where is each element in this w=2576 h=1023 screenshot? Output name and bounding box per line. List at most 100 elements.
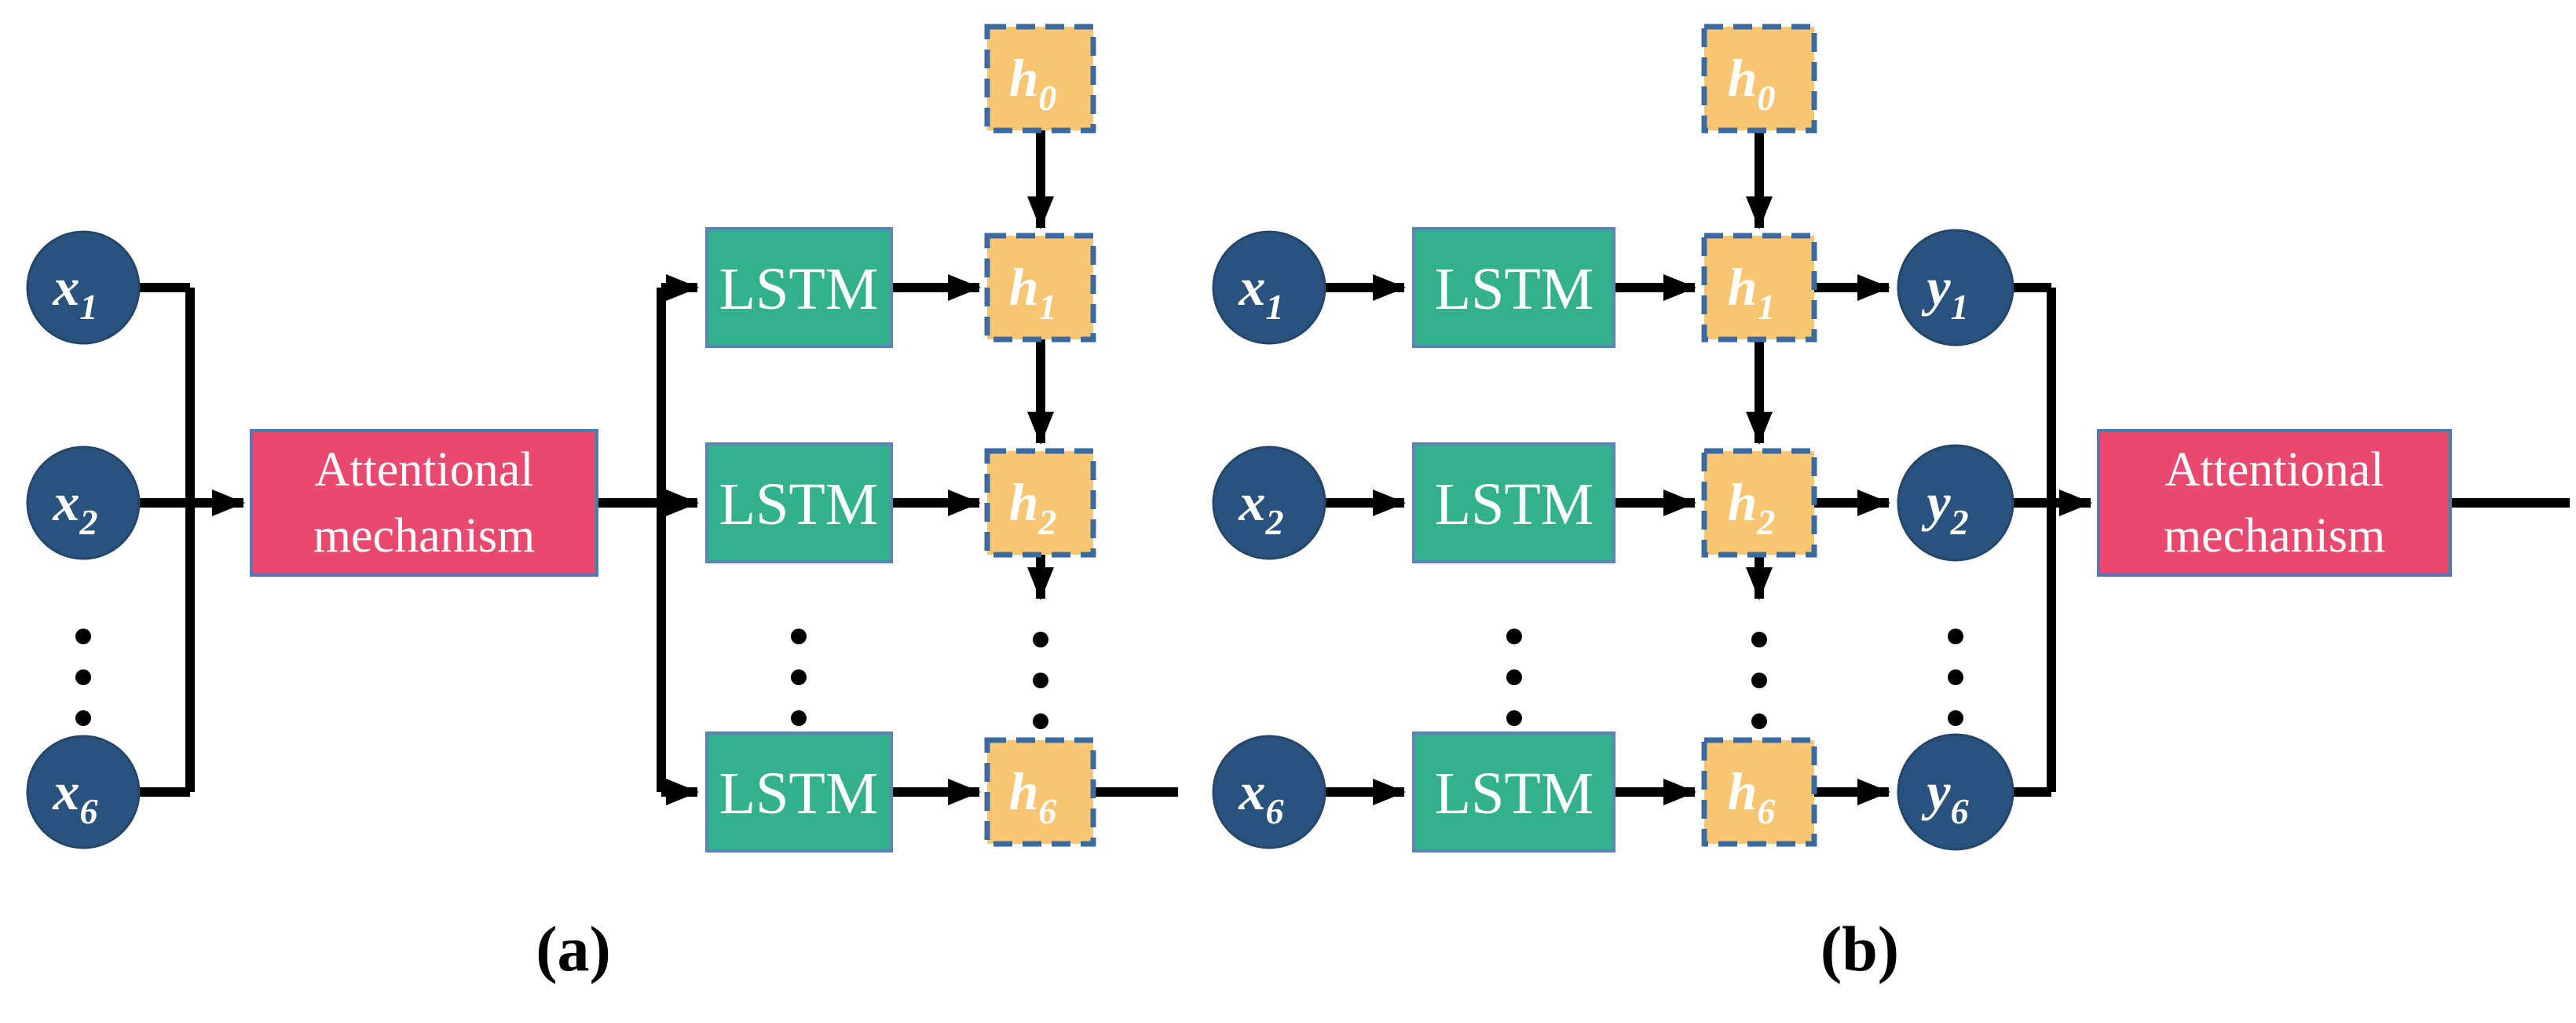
dot — [1948, 669, 1963, 685]
x2-circle-b — [1212, 446, 1326, 560]
attention-box-a: Attentional mechanism — [250, 429, 598, 577]
hidden-box-h6-b: h6 — [1701, 737, 1817, 847]
panel-a: x1 x2 x6 Attentional mechanism LSTM LSTM… — [26, 24, 1178, 984]
output-node-y6-b: y6 — [1897, 733, 2014, 851]
h6-rect-a — [984, 737, 1096, 847]
lstm-label-a-3: LSTM — [719, 761, 879, 827]
dot — [1751, 673, 1767, 688]
lstm-box-b-1: LSTM — [1412, 227, 1615, 348]
lstm-rect-b-2 — [1412, 442, 1615, 563]
hidden-box-h0-a: h0 — [984, 24, 1096, 134]
attention-label-line2-b: mechanism — [2164, 509, 2385, 563]
lstm-box-a-2: LSTM — [705, 442, 893, 563]
ellipsis-b-lstm-column — [1506, 629, 1522, 726]
dot — [791, 669, 807, 685]
h0-rect-b — [1701, 24, 1817, 134]
input-node-x1-a: x1 — [26, 230, 141, 345]
attention-box-b: Attentional mechanism — [2097, 429, 2452, 577]
y1-label-b: y1 — [1921, 257, 1968, 327]
h2-rect-a — [984, 448, 1096, 558]
x1-label-b: x1 — [1239, 257, 1284, 327]
h0-label-b: h0 — [1728, 48, 1776, 118]
dot — [75, 710, 91, 726]
h0-label-a: h0 — [1009, 48, 1057, 118]
lstm-rect-b-3 — [1412, 732, 1615, 852]
dot — [1033, 713, 1048, 729]
dot — [1033, 632, 1048, 647]
y2-circle-b — [1897, 444, 2014, 562]
h6-rect-b — [1701, 737, 1817, 847]
input-node-x2-b: x2 — [1212, 446, 1326, 560]
lstm-label-b-2: LSTM — [1435, 471, 1594, 537]
attention-rect-a — [250, 429, 598, 577]
ellipsis-a-x-column — [75, 629, 91, 726]
input-node-x1-b: x1 — [1212, 230, 1326, 345]
dot — [1751, 713, 1767, 729]
lstm-box-a-1: LSTM — [705, 227, 893, 348]
h1-label-b: h1 — [1728, 257, 1776, 327]
lstm-box-b-2: LSTM — [1412, 442, 1615, 563]
attention-label-line2-a: mechanism — [313, 509, 535, 563]
dot — [791, 710, 807, 726]
input-node-x2-a: x2 — [26, 446, 141, 560]
x2-label-b: x2 — [1239, 472, 1284, 542]
attention-label-line1-b: Attentional — [2165, 443, 2384, 497]
h6-label-a: h6 — [1009, 761, 1057, 831]
y6-circle-b — [1897, 733, 2014, 851]
lstm-label-b-1: LSTM — [1435, 256, 1594, 322]
ellipsis-b-h-column — [1751, 632, 1767, 729]
lstm-label-b-3: LSTM — [1435, 761, 1594, 827]
x2-circle-a — [26, 446, 141, 560]
lstm-box-a-3: LSTM — [705, 732, 893, 852]
x6-circle-b — [1212, 735, 1326, 849]
ellipsis-b-y-column — [1948, 629, 1963, 726]
dot — [1506, 710, 1522, 726]
x6-circle-a — [26, 735, 141, 849]
dot — [1506, 629, 1522, 644]
lstm-rect-a-1 — [705, 227, 893, 348]
attention-rect-b — [2097, 429, 2452, 577]
lstm-box-b-3: LSTM — [1412, 732, 1615, 852]
lstm-label-a-2: LSTM — [719, 471, 879, 537]
dot — [1033, 673, 1048, 688]
dot — [75, 629, 91, 644]
y6-label-b: y6 — [1921, 761, 1968, 831]
caption-b: (b) — [1820, 913, 1899, 984]
ellipsis-a-h-column — [1033, 632, 1048, 729]
h1-label-a: h1 — [1009, 257, 1057, 327]
dot — [1948, 629, 1963, 644]
attention-label-line1-a: Attentional — [315, 443, 534, 497]
dot — [791, 629, 807, 644]
ellipsis-a-lstm-column — [791, 629, 807, 726]
output-node-y2-b: y2 — [1897, 444, 2014, 562]
output-node-y1-b: y1 — [1897, 229, 2014, 346]
x6-label-a: x6 — [53, 761, 98, 831]
hidden-box-h2-a: h2 — [984, 448, 1096, 558]
h1-rect-b — [1701, 233, 1817, 343]
lstm-label-a-1: LSTM — [719, 256, 879, 322]
lstm-rect-a-2 — [705, 442, 893, 563]
h0-rect-a — [984, 24, 1096, 134]
dot — [1506, 669, 1522, 685]
input-node-x6-b: x6 — [1212, 735, 1326, 849]
x1-circle-b — [1212, 230, 1326, 345]
h2-rect-b — [1701, 448, 1817, 558]
dot — [75, 669, 91, 685]
input-node-x6-a: x6 — [26, 735, 141, 849]
y1-circle-b — [1897, 229, 2014, 346]
x2-label-a: x2 — [53, 472, 98, 542]
h1-rect-a — [984, 233, 1096, 343]
x1-label-a: x1 — [53, 257, 98, 327]
caption-a: (a) — [536, 913, 611, 984]
lstm-rect-b-1 — [1412, 227, 1615, 348]
h2-label-a: h2 — [1009, 472, 1057, 542]
hidden-box-h0-b: h0 — [1701, 24, 1817, 134]
panel-b: x1 x2 x6 LSTM LSTM LSTM h0 — [1212, 24, 2570, 984]
hidden-box-h6-a: h6 — [984, 737, 1096, 847]
h2-label-b: h2 — [1728, 472, 1776, 542]
dot — [1948, 710, 1963, 726]
panel-a-connectors — [138, 130, 1178, 805]
hidden-box-h2-b: h2 — [1701, 448, 1817, 558]
panel-b-connectors — [1326, 130, 2570, 805]
